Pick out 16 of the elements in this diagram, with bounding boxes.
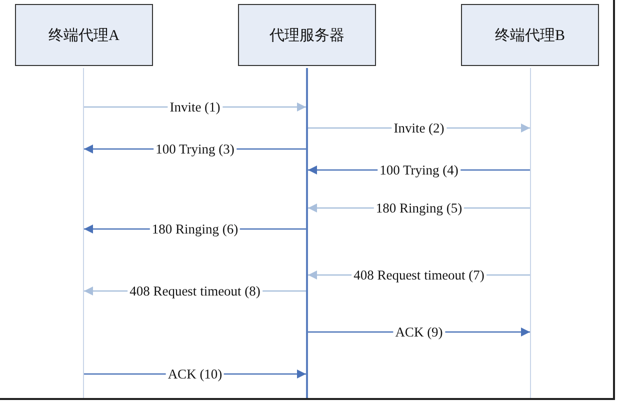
edge-label: ACK (10) xyxy=(166,366,224,382)
edge-label: 100 Trying (4) xyxy=(378,162,460,178)
edge-label: Invite (2) xyxy=(392,120,446,136)
participant-box: 代理服务器 xyxy=(238,4,376,66)
edge-label: 408 Request timeout (7) xyxy=(352,268,486,282)
edge-label: 100 Trying (3) xyxy=(154,142,236,156)
lifeline xyxy=(306,68,308,398)
edge-label: Invite (1) xyxy=(168,100,222,114)
edge-label: ACK (9) xyxy=(393,324,445,340)
lifeline xyxy=(83,68,84,398)
edge-label: 180 Ringing (6) xyxy=(150,222,240,236)
participant-box: 终端代理B xyxy=(461,4,599,66)
lifeline xyxy=(530,68,531,398)
edge-label: 180 Ringing (5) xyxy=(374,200,464,216)
participant-box: 终端代理A xyxy=(15,4,153,66)
edge-label: 408 Request timeout (8) xyxy=(128,284,262,298)
